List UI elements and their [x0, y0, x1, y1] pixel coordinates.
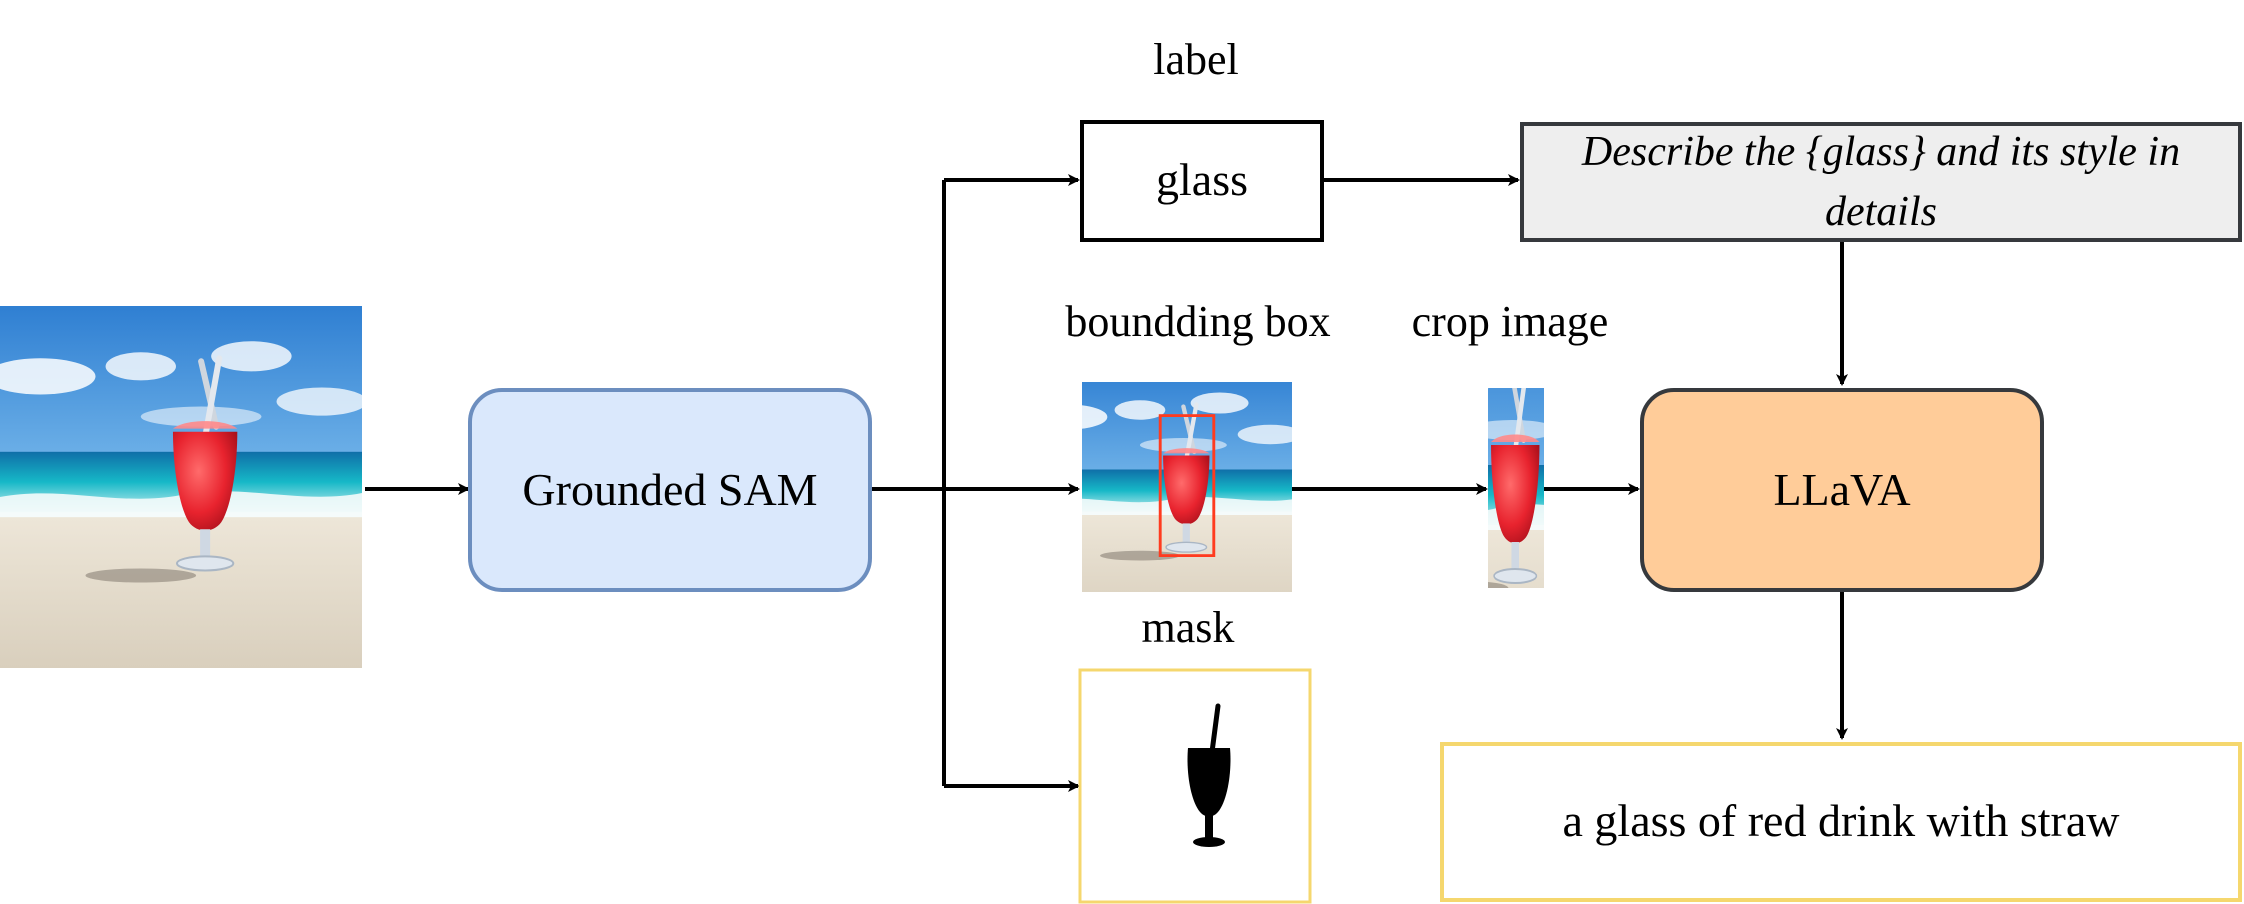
grounded-sam-node: Grounded SAM [468, 388, 872, 592]
output-node: a glass of red drink with straw [1440, 742, 2242, 902]
llava-label: LLaVA [1773, 464, 1910, 515]
crop-image [1350, 320, 1638, 680]
label-caption: label [1153, 35, 1239, 84]
input-image [0, 306, 367, 668]
output-text: a glass of red drink with straw [1563, 795, 2121, 846]
crop-image-caption: crop image [1412, 297, 1609, 346]
label-value: glass [1156, 154, 1248, 205]
glass-silhouette-icon [1187, 703, 1231, 847]
bbox-image [1028, 368, 1303, 620]
label-node: glass [1080, 120, 1324, 242]
mask-image [1078, 668, 1312, 904]
llava-node: LLaVA [1640, 388, 2044, 592]
prompt-node [1520, 122, 2242, 242]
prompt-text: Describe the {glass} and its style in de… [1581, 129, 2181, 235]
bounding-box-caption: boundding box [1065, 297, 1330, 346]
mask-caption: mask [1142, 603, 1235, 652]
bbox-highlight [1158, 414, 1216, 557]
grounded-sam-label: Grounded SAM [522, 464, 817, 515]
